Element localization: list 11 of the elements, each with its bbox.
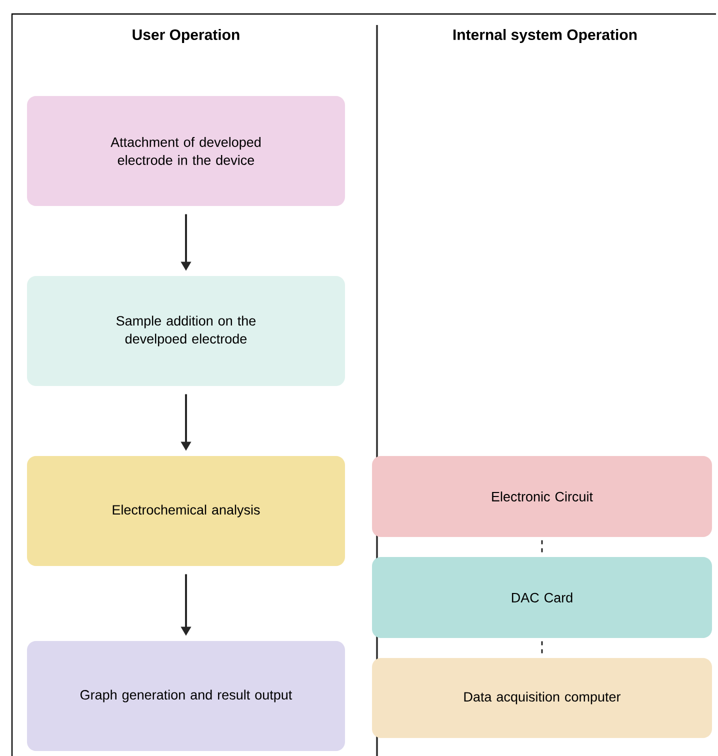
process-box: Data acquisition computer	[372, 658, 712, 738]
process-box: Electrochemical analysis	[27, 456, 345, 566]
process-box: Graph generation and result output	[27, 641, 345, 751]
dashed-connector	[541, 641, 543, 655]
column-heading: Internal system Operation	[453, 29, 637, 43]
process-box: DAC Card	[372, 557, 712, 638]
process-box: Attachment of developed electrode in the device	[27, 96, 345, 206]
process-box: Electronic Circuit	[372, 456, 712, 537]
process-box: Sample addition on the develpoed electrode	[27, 276, 345, 386]
column-heading: User Operation	[132, 29, 240, 43]
dashed-connector	[541, 540, 543, 554]
